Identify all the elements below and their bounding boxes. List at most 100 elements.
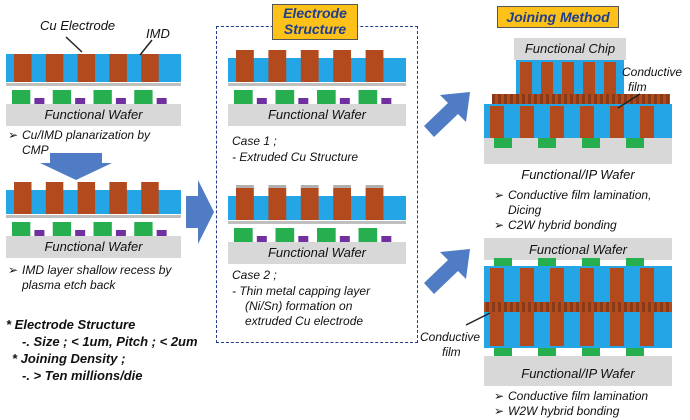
wafer-recess: [6, 182, 181, 258]
green-pad: [626, 348, 644, 356]
green-pad: [12, 222, 31, 236]
case1-desc: - Extruded Cu Structure: [232, 150, 359, 164]
cu-electrode: [268, 188, 287, 220]
substrate: [6, 236, 181, 258]
wafer-cu: [580, 106, 594, 138]
metal-line: [228, 221, 406, 224]
via: [115, 230, 126, 236]
via: [339, 236, 350, 242]
green-pad: [494, 258, 512, 266]
w2w-stack: [484, 238, 672, 386]
wafer-cu: [610, 106, 624, 138]
chip-cu: [583, 62, 595, 94]
w2w-caption-line1: Conductive film lamination: [494, 389, 648, 403]
cu-electrode: [236, 50, 254, 82]
functional-chip-label: Functional Chip: [524, 41, 616, 56]
substrate: [228, 242, 406, 264]
via: [156, 230, 167, 236]
via: [115, 98, 126, 104]
cu-electrode: [333, 188, 352, 220]
green-pad: [358, 228, 378, 242]
chip-cu: [520, 62, 532, 94]
wafer1-label: Functional Wafer: [44, 107, 143, 122]
via: [256, 236, 267, 242]
green-pad: [582, 138, 600, 148]
cu-electrode: [45, 54, 64, 82]
c2w-caption-line3: C2W hybrid bonding: [494, 218, 617, 232]
cap-layer: [300, 185, 319, 188]
spec-electrode-detail: -. Size ; < 1um, Pitch ; < 2um: [22, 334, 198, 349]
cu-electrode: [300, 188, 319, 220]
arrow-down-right: [424, 249, 470, 294]
green-pad: [538, 138, 556, 148]
green-pad: [582, 348, 600, 356]
cu-electrode: [14, 54, 32, 82]
bottom-cu: [520, 312, 534, 346]
green-pad: [12, 90, 31, 104]
wafer-case1: [228, 50, 406, 126]
film-leader-bottom: [465, 312, 491, 326]
spec-electrode-heading: * Electrode Structure: [6, 317, 136, 332]
w2w-top-wafer-label: Functional Wafer: [528, 242, 628, 257]
via: [75, 98, 86, 104]
spec-density-heading: * Joining Density ;: [12, 351, 126, 366]
green-pad: [626, 138, 644, 148]
imd-leader: [139, 39, 153, 56]
cu-electrode: [141, 182, 159, 214]
c2w-caption-line2: Dicing: [508, 203, 542, 217]
cu-electrode: [109, 182, 127, 214]
film-label-bottom-line2: film: [442, 345, 461, 359]
via: [34, 98, 45, 104]
green-pad: [317, 90, 336, 104]
green-pad: [93, 90, 112, 104]
via: [381, 236, 392, 242]
c2w-stack: [484, 38, 672, 164]
green-pad: [52, 222, 72, 236]
cu-electrode: [365, 50, 384, 82]
green-pad: [538, 348, 556, 356]
case2-desc-line2: (Ni/Sn) formation on: [245, 299, 353, 313]
cu-electrode: [268, 50, 287, 82]
green-pad: [275, 90, 295, 104]
bottom-cu: [490, 312, 504, 346]
arrow-right-left: [186, 180, 214, 244]
case2-desc-line3: extruded Cu electrode: [245, 314, 364, 328]
film-label-top-line1: Conductive: [622, 65, 683, 79]
green-pad: [626, 258, 644, 266]
top-cu: [520, 268, 534, 302]
green-pad: [134, 90, 153, 104]
cu-electrode: [109, 54, 127, 82]
metal-line: [228, 83, 406, 86]
cu-electrode: [77, 182, 96, 214]
cap-layer: [236, 185, 254, 188]
chip-cu: [604, 62, 616, 94]
c2w-wafer-label: Functional/IP Wafer: [521, 167, 635, 182]
joining-method-header: Joining Method: [497, 6, 619, 28]
case2-wafer-label: Functional Wafer: [267, 245, 367, 260]
green-pad: [538, 258, 556, 266]
imd-label: IMD: [146, 26, 170, 41]
via: [34, 230, 45, 236]
green-pad: [582, 258, 600, 266]
bottom-cu: [550, 312, 564, 346]
top-cu: [490, 268, 504, 302]
film-label-bottom-line1: Conductive: [420, 330, 481, 344]
cap-layer: [365, 185, 384, 188]
cu-electrode: [333, 50, 352, 82]
wafer-cmp: [6, 54, 181, 126]
via: [298, 236, 309, 242]
top-cu: [640, 268, 654, 302]
step2-caption-line2: plasma etch back: [22, 278, 116, 292]
case1-wafer-label: Functional Wafer: [267, 107, 367, 122]
via: [298, 98, 309, 104]
green-pad: [358, 90, 378, 104]
bottom-substrate: [484, 356, 672, 386]
top-cu: [610, 268, 624, 302]
case2-desc-line1: - Thin metal capping layer: [232, 284, 371, 298]
via: [381, 98, 392, 104]
green-pad: [275, 228, 295, 242]
chip-substrate: [514, 38, 626, 60]
spec-density-detail: -. > Ten millions/die: [22, 368, 143, 383]
green-pad: [52, 90, 72, 104]
